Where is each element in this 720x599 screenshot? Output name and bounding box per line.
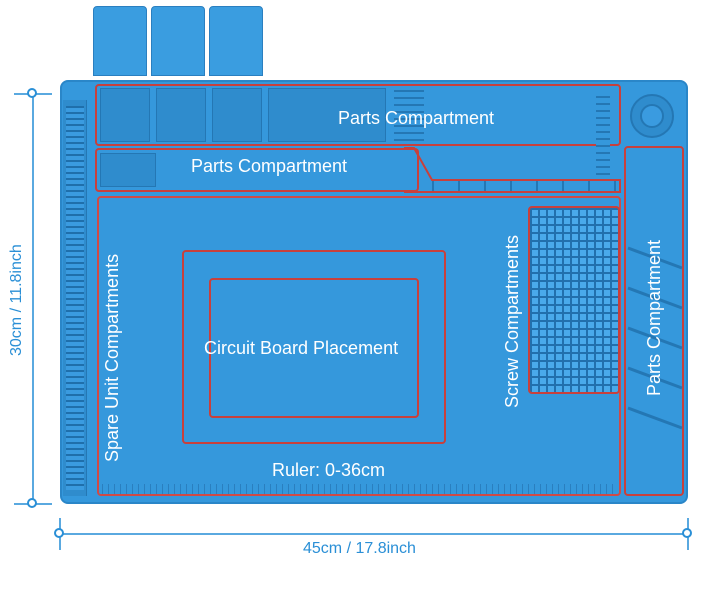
screw-grid [528, 206, 620, 394]
top-slot-1 [100, 88, 150, 142]
height-dimension-dot-bottom [27, 498, 37, 508]
bottom-ruler [102, 484, 618, 494]
parts-compartment-right-label: Parts Compartment [644, 239, 664, 396]
circuit-board-label: Circuit Board Placement [204, 338, 399, 358]
round-holder-inner [640, 104, 664, 128]
parts-compartment-right-outline [624, 146, 684, 496]
spare-unit-slots [66, 106, 84, 490]
parts-compartment-top-outline [95, 84, 621, 146]
work-area-outline [97, 196, 621, 496]
width-dimension-line [60, 533, 688, 535]
top-slot-ticks [596, 96, 610, 186]
circuit-board-outer [182, 250, 446, 444]
parts-compartment-middle-diagonal [404, 140, 624, 194]
middle-slot-1 [100, 153, 156, 187]
detachable-cup-1 [93, 6, 147, 76]
parts-compartment-middle-outline [95, 148, 419, 192]
width-dimension-label: 45cm / 17.8inch [303, 540, 416, 557]
height-dimension-label: 30cm / 11.8inch [8, 240, 26, 360]
top-slot-ribs [394, 90, 424, 142]
circuit-board-inner [209, 278, 419, 418]
parts-compartment-top-label: Parts Compartment [338, 108, 495, 128]
parts-compartment-middle-label: Parts Compartment [191, 156, 348, 176]
height-dimension-dot-top [27, 88, 37, 98]
right-compartment-dividers [627, 246, 683, 430]
ruler-label: Ruler: 0-36cm [272, 460, 386, 480]
top-slot-3 [212, 88, 262, 142]
top-slot-2 [156, 88, 206, 142]
width-dimension-dot-right [682, 528, 692, 538]
detachable-cup-2 [151, 6, 205, 76]
top-slot-4 [268, 88, 386, 142]
detachable-cup-3 [209, 6, 263, 76]
screw-compartments-label: Screw Compartments [502, 234, 522, 408]
height-dimension-line [32, 94, 34, 504]
middle-cells [432, 181, 618, 191]
width-dimension-dot-left [54, 528, 64, 538]
middle-compartment-shape [404, 147, 621, 193]
spare-unit-label: Spare Unit Compartments [102, 253, 122, 462]
